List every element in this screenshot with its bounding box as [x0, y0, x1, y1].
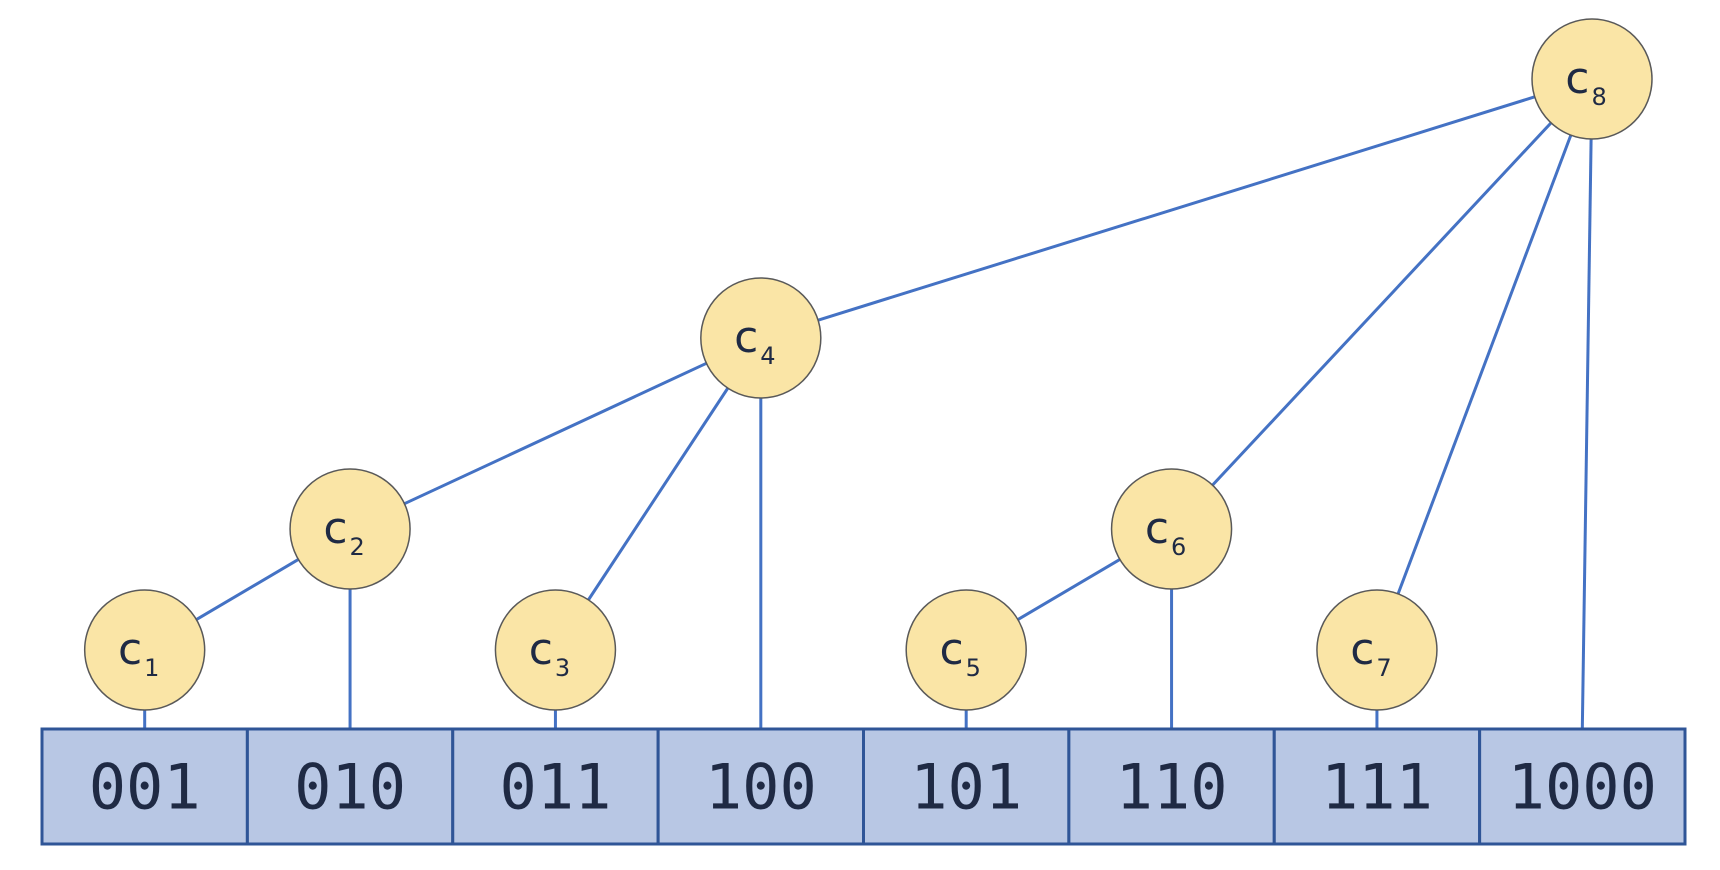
- array-cell-label: 011: [499, 751, 611, 824]
- array-cell-box: [1272, 727, 1482, 846]
- array-cell: 011: [451, 727, 660, 846]
- tree-node-subscript: 5: [966, 654, 981, 682]
- tree-node-label: c6: [1145, 503, 1186, 561]
- tree-node-circle: [1316, 589, 1438, 711]
- tree-node-circle: [700, 277, 822, 399]
- tree-node-c7: c7: [1316, 589, 1438, 711]
- tree-node-subscript: 1: [144, 654, 159, 682]
- edge-c4-c3: [587, 387, 730, 601]
- array-cell-box: [1478, 727, 1687, 846]
- tree-node-label: c1: [118, 624, 159, 682]
- array-cell-box: [862, 727, 1071, 846]
- tree-node-letter: c: [529, 624, 553, 675]
- tree-node-label: c5: [939, 624, 980, 682]
- array-cell-box: [451, 727, 660, 846]
- tree-node-label: c8: [1565, 53, 1606, 111]
- tree-node-letter: c: [1350, 624, 1374, 675]
- tree-node-subscript: 7: [1376, 654, 1391, 682]
- connector-c8-to-cell: [1580, 138, 1593, 730]
- tree-node-subscript: 6: [1171, 533, 1186, 561]
- tree-node-c5: c5: [905, 589, 1027, 711]
- tree-node-subscript: 4: [760, 342, 775, 370]
- array-cell-box: [40, 727, 249, 846]
- array-cell: 001: [40, 727, 249, 846]
- tree-node-circle: [905, 589, 1027, 711]
- edge-c6-c5: [1017, 558, 1121, 621]
- array-cell-label: 111: [1321, 751, 1433, 824]
- array-cell-box: [1067, 727, 1276, 846]
- tree-node-label: c3: [529, 624, 570, 682]
- tree-node-circle: [1531, 18, 1653, 140]
- edge-c4-c2: [403, 361, 708, 506]
- tree-node-c6: c6: [1110, 468, 1233, 590]
- tree-node-c8: c8: [1531, 18, 1653, 140]
- tree-node-subscript: 3: [555, 654, 570, 682]
- array-cell-label: 001: [89, 751, 201, 824]
- array-cell: 1000: [1478, 727, 1687, 846]
- edges-layer: [143, 95, 1593, 730]
- array-cell: 110: [1067, 727, 1276, 846]
- tree-node-c2: c2: [289, 468, 411, 590]
- tree-node-label: c2: [323, 503, 364, 561]
- tree-node-label: c7: [1350, 624, 1391, 682]
- tree-node-circle: [494, 589, 617, 711]
- tree-node-c4: c4: [700, 277, 822, 399]
- tree-node-letter: c: [734, 312, 758, 363]
- array-cell: 010: [245, 727, 455, 846]
- tree-node-subscript: 2: [350, 533, 365, 561]
- binary-index-array: 001 010 011 100 101 110 111 1000: [40, 727, 1687, 846]
- array-cell-label: 101: [910, 751, 1022, 824]
- array-cell-label: 110: [1116, 751, 1228, 824]
- tree-node-c3: c3: [494, 589, 617, 711]
- tree-node-letter: c: [939, 624, 963, 675]
- edge-c8-c6: [1211, 121, 1553, 487]
- tree-node-letter: c: [1145, 503, 1169, 554]
- tree-node-subscript: 8: [1591, 83, 1606, 111]
- array-cell-label: 010: [294, 751, 406, 824]
- array-cell: 111: [1272, 727, 1482, 846]
- tree-node-circle: [1110, 468, 1233, 590]
- array-cell: 101: [862, 727, 1071, 846]
- edge-c8-c4: [817, 95, 1536, 322]
- tree-node-letter: c: [118, 624, 142, 675]
- array-cell-label: 100: [705, 751, 817, 824]
- array-cell: 100: [656, 727, 865, 846]
- edge-c2-c1: [195, 558, 300, 621]
- edge-c8-c7: [1396, 134, 1573, 595]
- tree-node-c1: c1: [83, 589, 206, 711]
- tree-node-circle: [289, 468, 411, 590]
- tree-node-letter: c: [1565, 53, 1589, 104]
- array-cell-label: 1000: [1508, 751, 1657, 824]
- tree-node-label: c4: [734, 312, 775, 370]
- tree-node-letter: c: [323, 503, 347, 554]
- array-cell-box: [656, 727, 865, 846]
- tree-node-circle: [83, 589, 206, 711]
